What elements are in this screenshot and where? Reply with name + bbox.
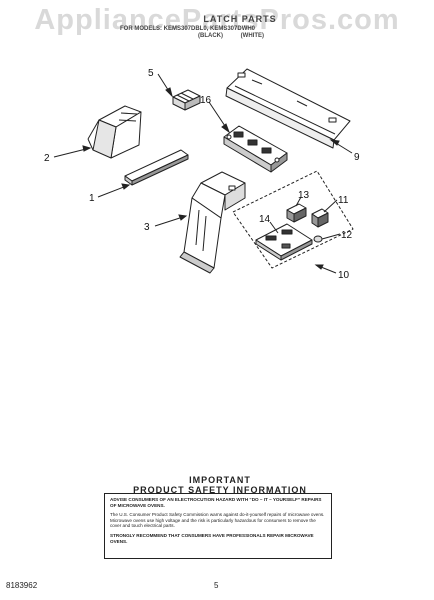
product-safety-label: PRODUCT SAFETY INFORMATION [133,485,307,495]
part-9-bracket [225,68,351,149]
color-black-label: (BLACK) [198,33,223,39]
part-2-latch-housing [87,105,142,159]
callout-3: 3 [144,222,150,233]
part-13-switch [286,203,307,223]
callout-10: 10 [338,270,350,281]
part-3-l-bracket [179,171,246,274]
safety-recommend-text: STRONGLY RECOMMEND THAT CONSUMERS HAVE P… [110,532,314,544]
model-colors: (BLACK) (WHITE) [198,33,360,39]
part-11-switch [311,208,329,228]
important-heading: IMPORTANT PRODUCT SAFETY INFORMATION [100,475,340,495]
part-16-switch-assembly [223,125,288,173]
important-label: IMPORTANT [189,475,251,485]
safety-cpsc-text: The U.S. Consumer Product Safety Commiss… [110,512,325,529]
document-number: 8183962 [6,581,38,590]
callout-13: 13 [298,190,310,201]
safety-advise-text: ADVISE CONSUMERS OF AN ELECTROCUTION HAZ… [110,497,322,508]
callout-14: 14 [259,214,271,225]
callout-12: 12 [341,230,353,241]
callout-5: 5 [148,68,154,79]
callout-1: 1 [89,193,95,204]
model-numbers: FOR MODELS: KEMS307DBL0, KEMS307DWH0 [120,26,256,32]
part-14-switch-plate [255,223,313,261]
part-5-block [172,89,201,111]
callout-16: 16 [200,95,212,106]
safety-information-box: ADVISE CONSUMERS OF AN ELECTROCUTION HAZ… [104,493,332,559]
page-number: 5 [214,581,219,590]
color-white-label: (WHITE) [240,33,264,39]
diagram-header: LATCH PARTS FOR MODELS: KEMS307DBL0, KEM… [120,14,360,39]
part-1-flat-bar [124,149,189,186]
callout-11: 11 [338,195,349,206]
part-10-switch-group [232,170,354,269]
watermark: AppliancePartsPros.com [34,4,400,36]
part-12-clip [313,235,323,243]
callout-9: 9 [354,152,360,163]
diagram-title: LATCH PARTS [203,14,277,24]
callout-2: 2 [44,153,50,164]
